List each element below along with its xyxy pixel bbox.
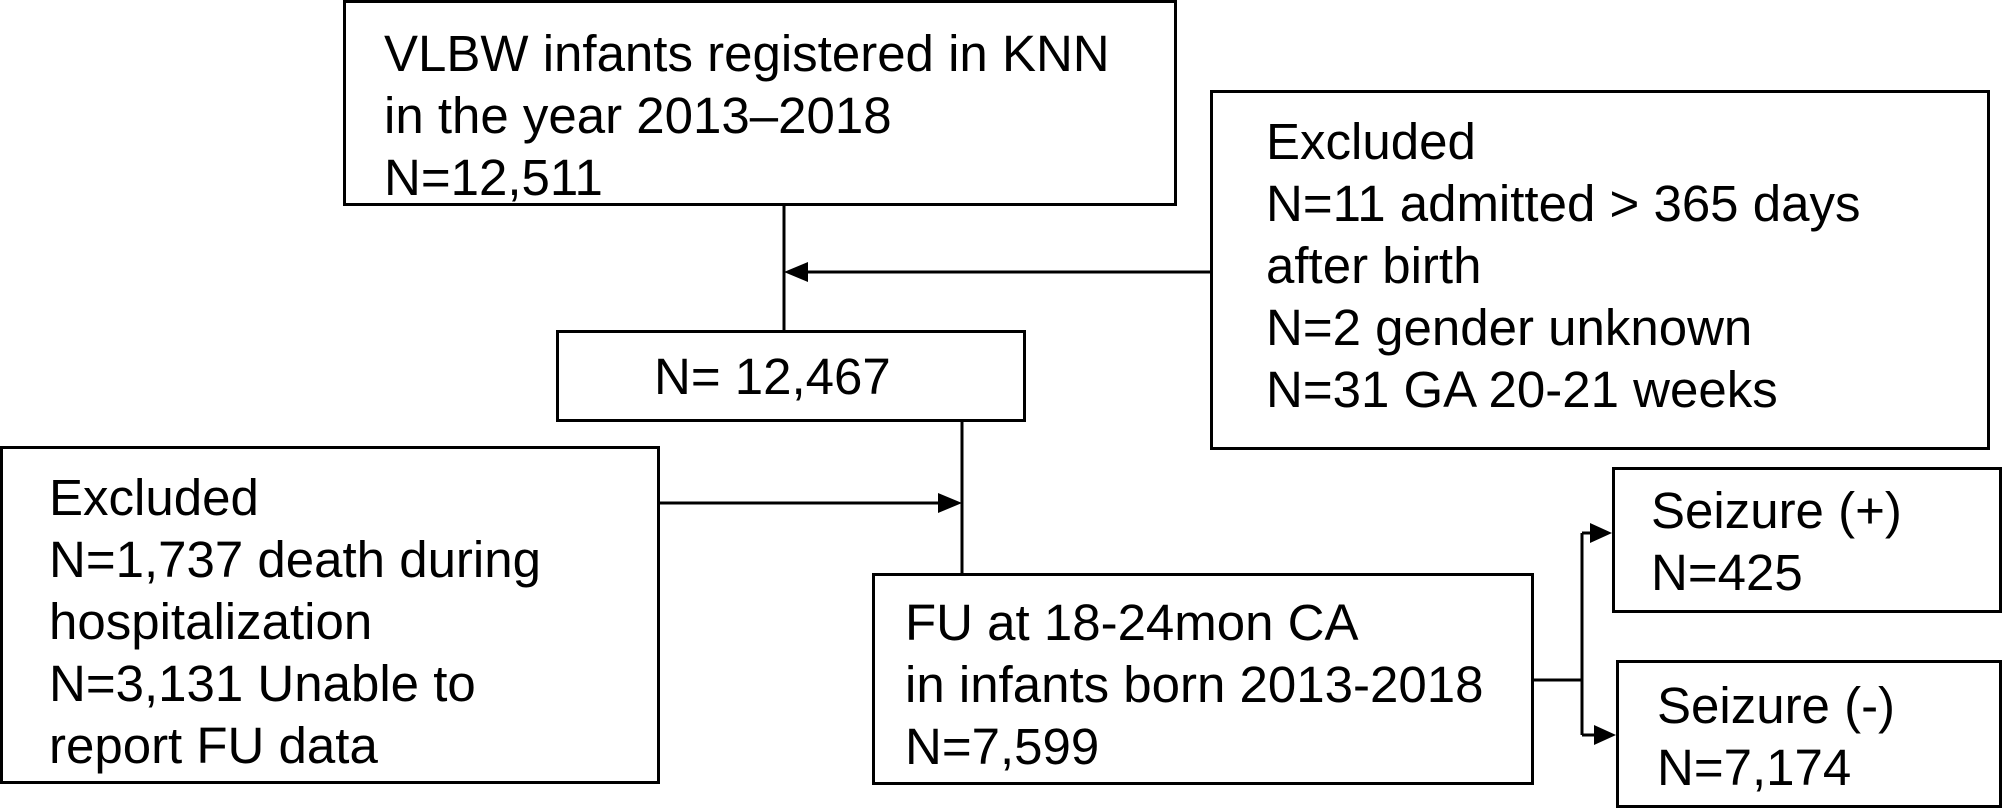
arrowhead-seizure-positive: [1590, 523, 1612, 543]
seizure-negative-line-2: N=7,174: [1657, 739, 1852, 796]
registered-line-3: N=12,511: [384, 149, 603, 206]
followup-box: FU at 18-24mon CA in infants born 2013-2…: [872, 573, 1534, 785]
excluded-first-line-4: N=2 gender unknown: [1266, 299, 1753, 356]
followup-line-2: in infants born 2013-2018: [905, 656, 1484, 713]
excluded-second-line-3: hospitalization: [49, 593, 373, 650]
excluded-second-line-2: N=1,737 death during: [49, 531, 541, 588]
excluded-first-line-5: N=31 GA 20-21 weeks: [1266, 361, 1778, 418]
seizure-positive-line-2: N=425: [1651, 544, 1803, 601]
registered-line-1: VLBW infants registered in KNN: [384, 25, 1110, 82]
seizure-negative-line-1: Seizure (-): [1657, 677, 1896, 734]
seizure-negative-box: Seizure (-) N=7,174: [1616, 660, 2002, 808]
followup-line-3: N=7,599: [905, 718, 1100, 775]
seizure-positive-line-1: Seizure (+): [1651, 482, 1902, 539]
eligible-box: N= 12,467: [556, 330, 1026, 422]
eligible-line-1: N= 12,467: [654, 348, 891, 405]
registered-infants-box: VLBW infants registered in KNN in the ye…: [343, 0, 1177, 206]
excluded-second-box: Excluded N=1,737 death during hospitaliz…: [0, 446, 660, 784]
excluded-first-line-3: after birth: [1266, 237, 1482, 294]
excluded-first-line-1: Excluded: [1266, 113, 1476, 170]
excluded-second-line-1: Excluded: [49, 469, 259, 526]
excluded-second-line-4: N=3,131 Unable to: [49, 655, 476, 712]
seizure-positive-box: Seizure (+) N=425: [1612, 467, 2002, 613]
followup-line-1: FU at 18-24mon CA: [905, 594, 1359, 651]
excluded-first-line-2: N=11 admitted > 365 days: [1266, 175, 1861, 232]
arrowhead-seizure-negative: [1594, 725, 1616, 745]
excluded-second-line-5: report FU data: [49, 717, 378, 774]
arrowhead-exclusion-two: [938, 493, 962, 513]
excluded-first-box: Excluded N=11 admitted > 365 days after …: [1210, 90, 1990, 450]
arrowhead-exclusion-one: [784, 262, 808, 282]
registered-line-2: in the year 2013–2018: [384, 87, 892, 144]
